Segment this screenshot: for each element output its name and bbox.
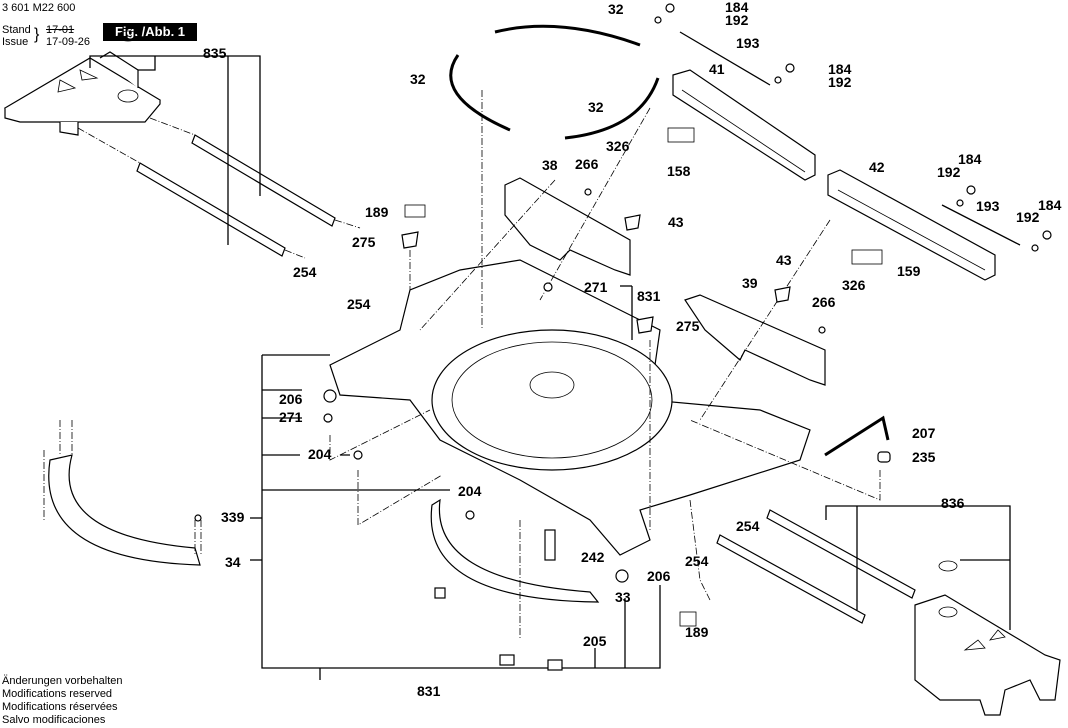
issue-label: Issue (2, 36, 29, 48)
callout-271: 271 (279, 409, 303, 425)
callout-32-bottom: 32 (588, 99, 604, 115)
fence-insert-left (504, 177, 631, 276)
callout-275: 275 (676, 318, 700, 334)
callout-42: 42 (869, 159, 885, 175)
old-date-struck: 17-01 (46, 24, 75, 36)
bevel-scale-segment (430, 498, 600, 603)
callout-206: 206 (647, 568, 671, 584)
base-casting (329, 259, 811, 556)
callout-254: 254 (736, 518, 760, 534)
callout-326: 326 (606, 138, 630, 154)
miter-scale (48, 454, 201, 566)
callout-275: 275 (352, 234, 376, 250)
callout-254: 254 (347, 296, 371, 312)
callout-206: 206 (279, 391, 303, 407)
hex-key (824, 415, 890, 457)
footer-es: Salvo modificaciones (2, 714, 106, 726)
callout-43: 43 (668, 214, 684, 230)
callout-193: 193 (736, 35, 760, 51)
issue-date: 17-09-26 (46, 36, 91, 48)
callout-41: 41 (709, 61, 725, 77)
callout-32-left: 32 (410, 71, 426, 87)
callout-184: 184 (958, 151, 982, 167)
callout-271: 271 (584, 279, 608, 295)
footer-fr: Modifications réservées (2, 701, 118, 713)
callout-159: 159 (897, 263, 921, 279)
callout-38: 38 (542, 157, 558, 173)
callout-266: 266 (575, 156, 599, 172)
fence-left (672, 69, 816, 181)
callout-836: 836 (941, 495, 965, 511)
callout-235: 235 (912, 449, 936, 465)
figure-label: Fig. /Abb. 1 (103, 23, 197, 41)
callout-266: 266 (812, 294, 836, 310)
callout-339: 339 (221, 509, 245, 525)
document-number: 3 601 M22 600 (2, 2, 76, 14)
stop-bracket-left (3, 30, 161, 136)
callout-192: 192 (828, 74, 852, 90)
guide-strips (449, 24, 660, 140)
nut-235 (877, 451, 891, 463)
callout-184: 184 (1038, 197, 1062, 213)
callout-33: 33 (615, 589, 631, 605)
callout-205: 205 (583, 633, 607, 649)
callout-254: 254 (293, 264, 317, 280)
callout-158: 158 (667, 163, 691, 179)
stand-label: Stand (2, 24, 31, 36)
callout-242: 242 (581, 549, 605, 565)
callout-204: 204 (308, 446, 332, 462)
callout-184: 184 (725, 0, 749, 15)
callout-192: 192 (1016, 209, 1040, 225)
callout-204: 204 (458, 483, 482, 499)
callout-189: 189 (685, 624, 709, 640)
callout-326: 326 (842, 277, 866, 293)
callout-39: 39 (742, 275, 758, 291)
fence-right (827, 169, 996, 281)
callout-193: 193 (976, 198, 1000, 214)
callout-192: 192 (937, 164, 961, 180)
callout-831: 831 (637, 288, 661, 304)
callout-207: 207 (912, 425, 936, 441)
footer-de: Änderungen vorbehalten (2, 675, 123, 687)
fence-insert-right (684, 294, 826, 386)
callout-43: 43 (776, 252, 792, 268)
callout-254: 254 (685, 553, 709, 569)
callout-835: 835 (203, 45, 227, 61)
brace-icon: } (34, 26, 40, 43)
stop-bracket-right (914, 560, 1061, 716)
callout-831: 831 (417, 683, 441, 699)
guide-rods-right (716, 509, 916, 624)
callout-32-top: 32 (608, 1, 624, 17)
callout-184: 184 (828, 61, 852, 77)
hardware-markers (194, 3, 1052, 671)
guide-rods-left (136, 134, 336, 257)
callout-192: 192 (725, 12, 749, 28)
callout-189: 189 (365, 204, 389, 220)
footer-en: Modifications reserved (2, 688, 113, 700)
callout-34: 34 (225, 554, 241, 570)
